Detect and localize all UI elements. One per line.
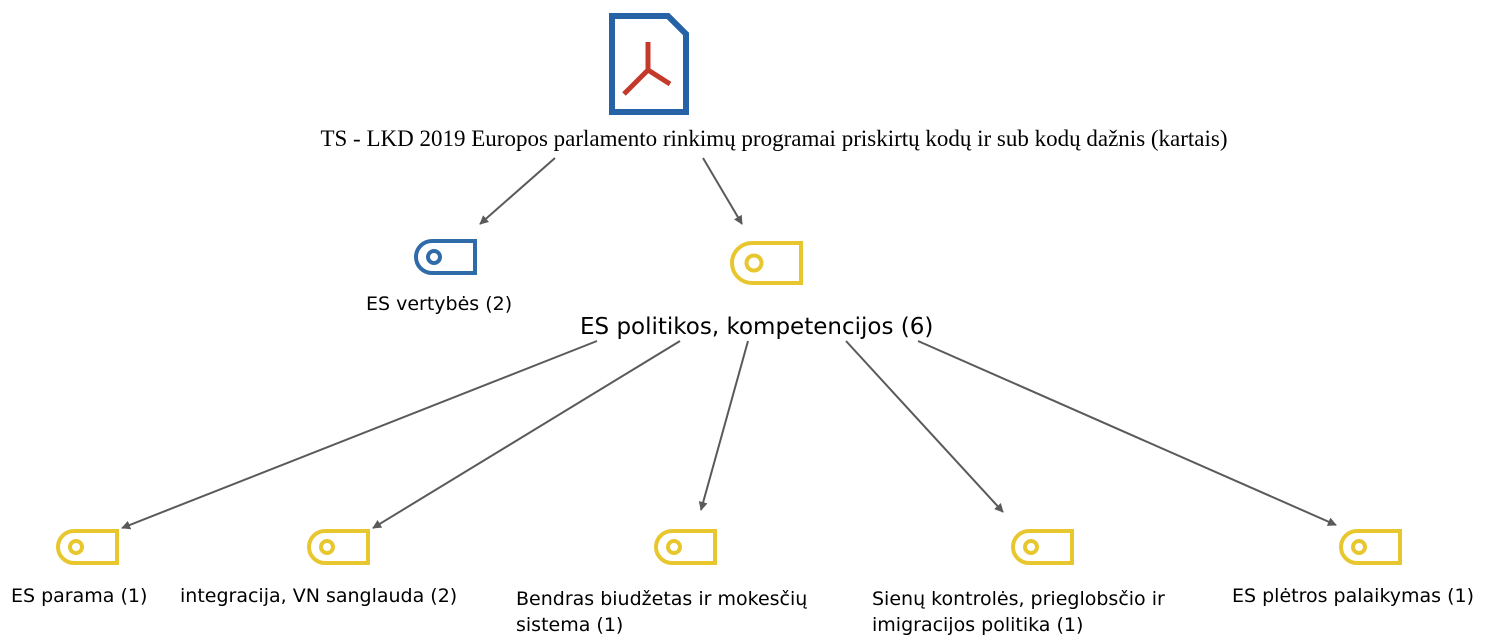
code-tag-icon [730,241,803,285]
edge-politikos-to-es-parama [121,340,598,530]
code-tag-icon [307,529,370,565]
label-line: imigracijos politika (1) [872,614,1084,636]
edge-politikos-to-pletros [917,340,1337,526]
code-tag-icon [414,239,477,275]
code-tag-icon [654,529,717,565]
label-line: integracija, VN sanglauda (2) [180,585,458,607]
edge-root-to-es-vertybes [479,157,556,225]
node-label-es-vertybes: ES vertybės (2) [366,293,513,315]
edge-politikos-to-integracija [372,340,681,529]
root-label: TS - LKD 2019 Europos parlamento rinkimų… [320,126,1228,151]
node-label-biudzetas: Bendras biudžetas ir mokesčių sistema (1… [516,586,807,638]
code-tag-icon [1011,529,1074,565]
edge-politikos-to-sienu-kontrole [845,340,1004,513]
edge-root-to-es-politikos [702,157,743,225]
edge-politikos-to-biudzetas [698,340,749,511]
code-tag-icon [1339,529,1402,565]
label-line: Sienų kontrolės, prieglobsčio ir [872,588,1165,610]
label-line: Bendras biudžetas ir mokesčių [516,588,808,610]
label-line: ES parama (1) [11,585,148,607]
pdf-document-icon [609,13,689,115]
node-label-es-parama: ES parama (1) [11,585,148,608]
node-label-es-politikos: ES politikos, kompetencijos (6) [580,314,934,340]
node-label-pletros: ES plėtros palaikymas (1) [1232,585,1475,608]
label-line: sistema (1) [516,614,624,636]
node-label-sienu-kontrole: Sienų kontrolės, prieglobsčio ir imigrac… [872,586,1165,638]
code-tag-icon [56,529,119,565]
node-label-integracija: integracija, VN sanglauda (2) [180,585,458,608]
label-line: ES plėtros palaikymas (1) [1232,585,1475,607]
